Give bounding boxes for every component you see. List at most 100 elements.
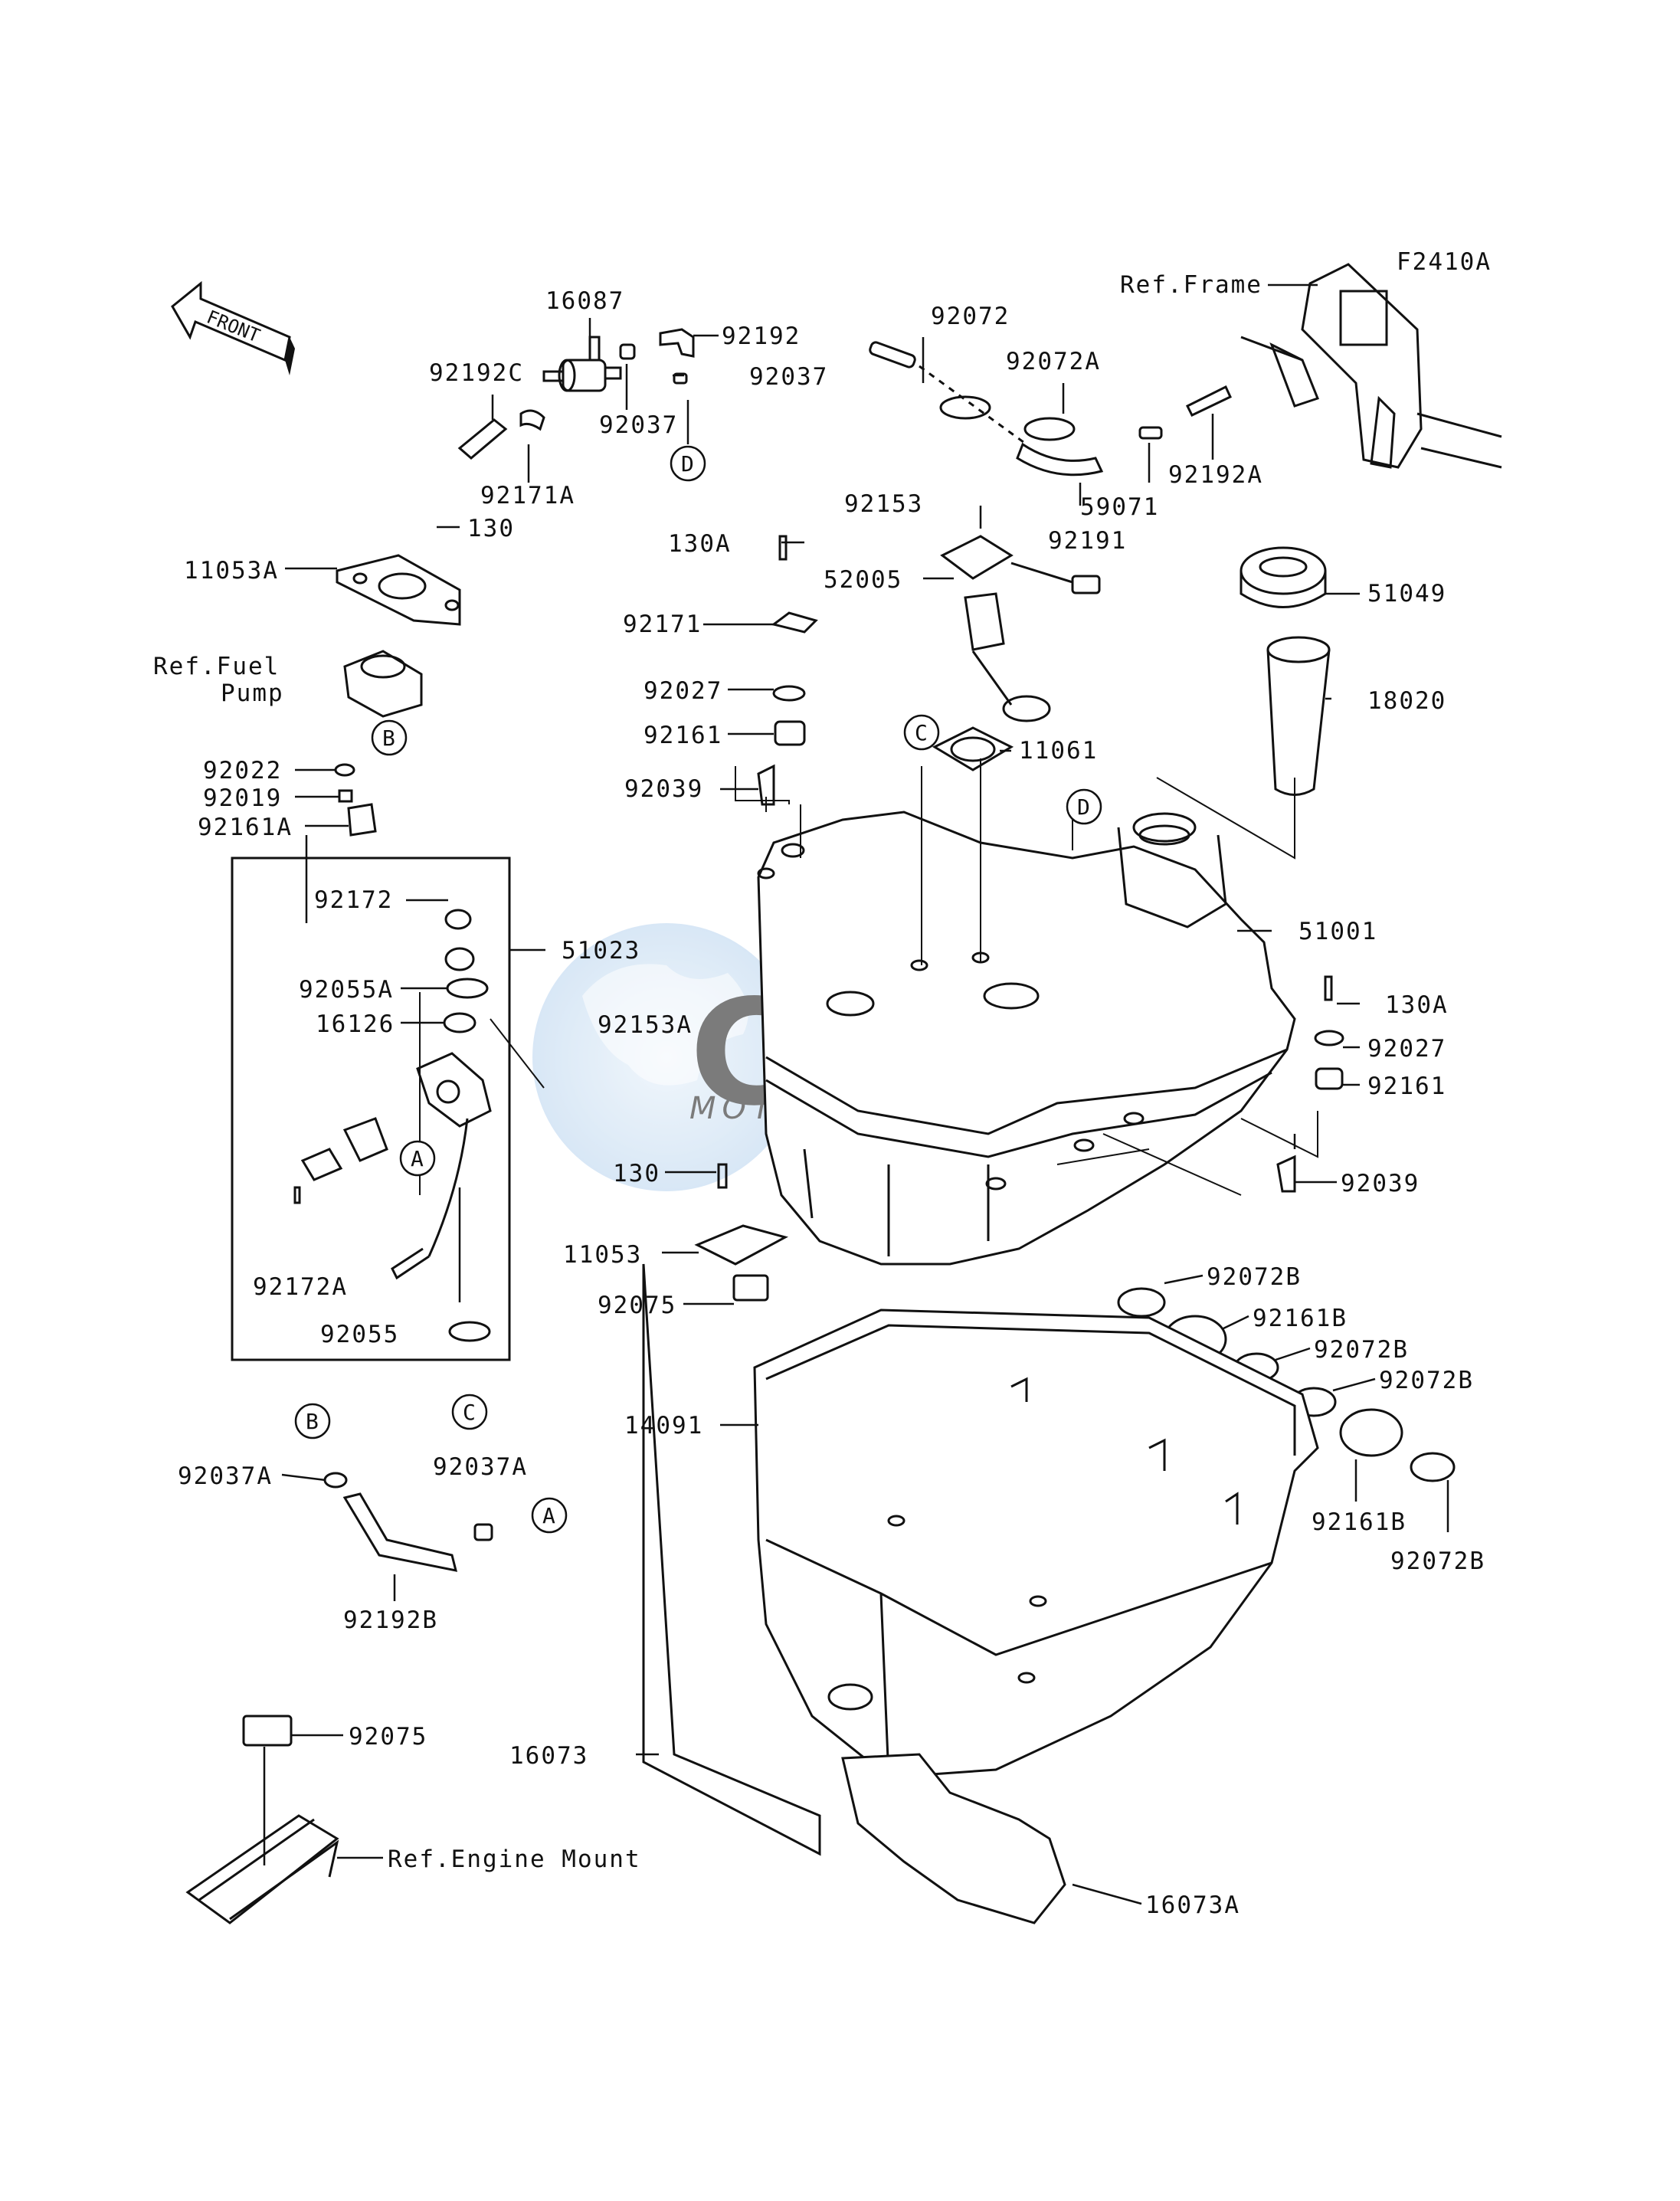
callout-a-bottom: A (531, 1497, 568, 1534)
reference-labels: Ref.Frame Ref.Fuel Pump Ref.Engine Mount (153, 271, 1262, 1873)
callout-b-top: B (371, 719, 408, 756)
fitting-92192a (1185, 385, 1232, 417)
svg-text:C: C (915, 720, 928, 745)
bolt-130-mid (717, 1163, 728, 1189)
part-label: 130A (668, 530, 732, 558)
part-label: 92037A (433, 1453, 528, 1481)
fuel-tank-51001 (757, 811, 1296, 1266)
strap-92171 (771, 611, 818, 634)
callout-letters: D B C D A C B A (294, 445, 1102, 1534)
bracket-11053 (694, 1224, 789, 1266)
grommet-92161-right (1315, 1067, 1344, 1090)
part-label: 92039 (624, 775, 703, 803)
diagram-code: F2410A (1397, 248, 1492, 276)
hose-92192b (342, 1492, 458, 1572)
valve-16087 (542, 328, 695, 392)
ref-frame: Ref.Frame (1120, 271, 1262, 299)
gasket-11061 (932, 726, 1014, 771)
clip-92039-right (1276, 1155, 1296, 1193)
part-label: 92072B (1207, 1263, 1302, 1291)
heat-shield-16073 (642, 1263, 821, 1856)
bolt-130a-left (778, 535, 788, 561)
part-label: 130 (613, 1160, 660, 1187)
part-label: 59071 (1080, 493, 1159, 521)
grommet-92161-left (774, 720, 806, 746)
bolt-130a-right (1324, 975, 1333, 1001)
part-label: 92072B (1379, 1367, 1474, 1394)
fuel-sender-52005 (940, 535, 1101, 722)
svg-text:B: B (306, 1409, 319, 1434)
part-label: 92072 (931, 303, 1010, 330)
front-arrow-icon: FRONT (171, 280, 295, 375)
part-label: 92161B (1312, 1508, 1407, 1536)
part-label: 92172 (314, 886, 393, 914)
part-label: 51001 (1298, 918, 1377, 945)
part-number-labels: 16087 92192 92192C 92037 92037 92171A 92… (178, 287, 1485, 1919)
frame-bracket (1240, 263, 1502, 469)
part-label: 92072B (1390, 1548, 1485, 1575)
clamp-92037a-left (323, 1472, 348, 1489)
callout-a-box: A (399, 1140, 436, 1177)
callout-c-box: C (451, 1394, 488, 1430)
grommet-92161b-2 (1339, 1408, 1403, 1457)
band-92072b-1 (1117, 1287, 1166, 1318)
part-label: 16073 (509, 1742, 588, 1770)
part-label: 92037 (599, 411, 678, 439)
leader-lines (263, 283, 1449, 1905)
part-label: 92161 (1367, 1073, 1446, 1100)
part-label: 92161A (198, 814, 293, 841)
part-label: 51049 (1367, 580, 1446, 608)
part-label: 16126 (316, 1010, 395, 1038)
clamp-92037a-right (473, 1523, 493, 1541)
part-label: 16073A (1145, 1891, 1240, 1919)
part-label: 92153A (598, 1011, 693, 1039)
part-label: 92039 (1341, 1170, 1420, 1197)
fitting-59071 (1138, 426, 1163, 440)
part-label: 92072B (1314, 1336, 1409, 1364)
part-label: 11053 (563, 1241, 642, 1269)
pad-92075-mid (732, 1274, 769, 1302)
bracket-11053a (336, 554, 461, 626)
band-92072b-4 (1410, 1452, 1456, 1482)
part-label: 92072A (1006, 348, 1101, 375)
washer-92027-right (1314, 1030, 1344, 1046)
part-label: 92055 (320, 1321, 399, 1348)
part-label: 92055A (299, 976, 394, 1004)
part-label: 92153 (844, 490, 923, 518)
part-label: 92161B (1253, 1305, 1348, 1332)
ref-fuel-pump-line2: Pump (221, 680, 284, 707)
part-drawings (185, 263, 1502, 1924)
heat-shield-16073a (841, 1753, 1066, 1924)
fuel-pump-ref (343, 650, 423, 718)
nut-92019 (338, 789, 353, 803)
part-label: 92171 (623, 611, 702, 638)
part-label: 92037A (178, 1462, 273, 1490)
callout-b-bottom: B (294, 1403, 331, 1439)
part-label: 92172A (253, 1273, 348, 1301)
washer-92022 (334, 763, 355, 777)
svg-text:B: B (382, 725, 395, 751)
part-label: 52005 (824, 566, 902, 594)
tray-14091 (753, 1308, 1319, 1779)
svg-text:C: C (463, 1400, 476, 1425)
svg-text:D: D (681, 451, 694, 477)
ref-engine-mount: Ref.Engine Mount (388, 1846, 641, 1873)
part-label: 130 (467, 515, 515, 542)
part-label: 92075 (598, 1292, 676, 1319)
hose-92192c (457, 418, 508, 460)
part-label: 14091 (624, 1412, 703, 1439)
part-label: 92027 (644, 677, 722, 705)
clip-92171a (519, 409, 545, 431)
part-label: 130A (1385, 991, 1449, 1019)
part-label: 92192C (429, 359, 524, 387)
filler-neck-18020 (1266, 636, 1331, 796)
part-label: 92037 (749, 363, 828, 391)
part-label: 11053A (184, 557, 279, 585)
part-label: 92191 (1048, 527, 1127, 555)
part-label: 92161 (644, 722, 722, 749)
assembly-box-51023 (231, 856, 511, 1361)
filler-cap-51049 (1240, 546, 1327, 608)
part-label: 92192B (343, 1607, 438, 1634)
